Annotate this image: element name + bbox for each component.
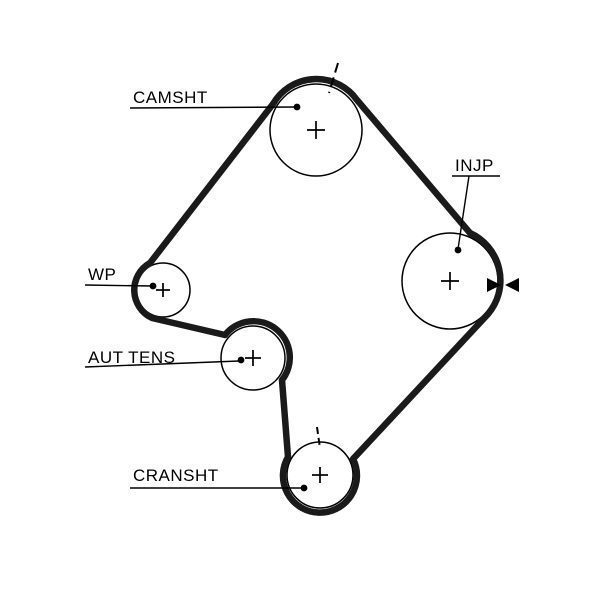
crankshaft-center-plus-icon: [312, 467, 328, 483]
water-pump-label: WP: [88, 265, 116, 284]
tension-arrow-left-icon: [505, 278, 519, 292]
crankshaft-label: CRANSHT: [133, 466, 219, 485]
water-pump-leader-line: [84, 284, 153, 287]
injection-pump-leader-line: [457, 175, 470, 250]
tensioner-label: AUT TENS: [88, 348, 175, 367]
timing-belt: [131, 75, 504, 516]
camshaft-leader-dot: [293, 103, 301, 111]
injection-pump-center-plus-icon: [441, 272, 459, 290]
crankshaft-timing-mark: [316, 426, 321, 449]
crankshaft-leader-dot: [300, 484, 308, 492]
injection-pump-label: INJP: [455, 156, 494, 175]
water-pump-center-plus-icon: [156, 283, 170, 297]
camshaft-label: CAMSHT: [133, 88, 208, 107]
water-pump-leader-dot: [149, 282, 157, 290]
tensioner-leader-line: [84, 360, 240, 368]
injection-pump-leader-dot: [454, 246, 462, 254]
tension-arrow-right-icon: [487, 278, 501, 292]
camshaft-timing-mark: [328, 62, 339, 94]
camshaft-center-plus-icon: [307, 121, 325, 139]
tensioner-leader-dot: [237, 356, 245, 364]
camshaft-leader-line: [129, 106, 298, 109]
tensioner-center-plus-icon: [245, 350, 261, 366]
